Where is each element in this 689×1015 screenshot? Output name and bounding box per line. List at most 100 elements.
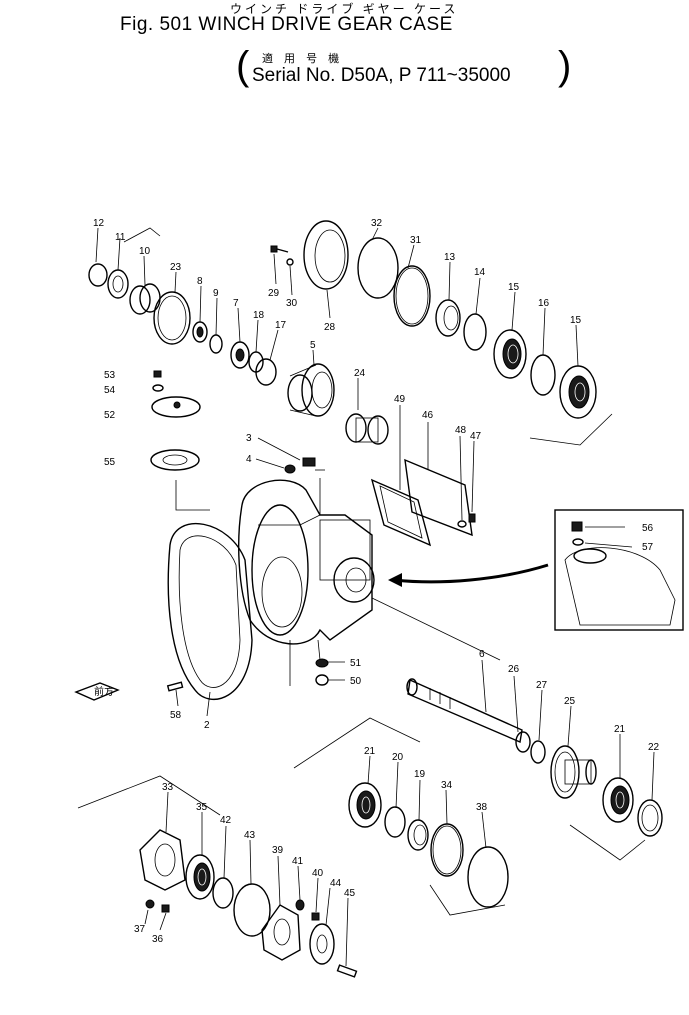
part-17-oring — [255, 329, 279, 386]
front-tag-text: 前方 — [94, 685, 114, 698]
label-23: 23 — [170, 262, 182, 273]
part-28-cover — [303, 220, 349, 319]
label-49: 49 — [394, 394, 406, 405]
title-kana: ウインチ ドライブ ギヤー ケース — [230, 2, 459, 16]
label-53: 53 — [104, 370, 116, 381]
label-43: 43 — [244, 830, 256, 841]
part-21-bearing-a — [602, 734, 634, 823]
part-58-pin — [166, 681, 184, 707]
label-55: 55 — [104, 457, 116, 468]
part-52-cover-plate — [151, 396, 201, 418]
part-42-ring — [212, 825, 234, 909]
label-9: 9 — [213, 288, 219, 299]
label-36: 36 — [152, 934, 164, 945]
label-14: 14 — [474, 267, 486, 278]
label-35: 35 — [196, 802, 208, 813]
label-4: 4 — [246, 454, 252, 465]
leader-middle-group — [293, 717, 421, 769]
part-36-bolt — [159, 904, 170, 931]
label-6: 6 — [479, 649, 485, 660]
part-54-washer — [152, 384, 164, 392]
label-50: 50 — [350, 676, 362, 687]
part-48-washer — [457, 435, 467, 528]
page-title: Fig. 501 WINCH DRIVE GEAR CASE — [120, 14, 453, 35]
leader-bottom-group — [77, 775, 221, 816]
label-18: 18 — [253, 310, 265, 321]
part-44-gear — [309, 887, 335, 965]
label-54: 54 — [104, 385, 116, 396]
part-3-bolt — [257, 437, 316, 467]
label-12: 12 — [93, 218, 105, 229]
inset-pointer-arrowhead — [388, 573, 402, 587]
serial-label-jp: 適 用 号 機 — [262, 53, 344, 65]
leader-15b — [529, 413, 613, 446]
label-27: 27 — [536, 680, 548, 691]
part-2-case-gasket — [167, 522, 253, 717]
paren-open: ( — [236, 44, 250, 88]
part-29-bolt — [270, 245, 289, 285]
part-33-flange — [139, 791, 186, 891]
label-17: 17 — [275, 320, 287, 331]
label-25: 25 — [564, 696, 576, 707]
inset-pointer-arrow — [394, 563, 549, 584]
leader-6 — [371, 597, 501, 661]
part-12-snap-ring — [88, 227, 108, 287]
label-15a: 15 — [508, 282, 520, 293]
part-43-gasket — [233, 839, 271, 937]
part-22-seal — [637, 751, 663, 837]
part-53-plug — [153, 370, 162, 378]
part-16-spacer — [530, 307, 556, 396]
label-33: 33 — [162, 782, 174, 793]
paren-close: ) — [558, 44, 572, 88]
label-16: 16 — [538, 298, 550, 309]
label-34: 34 — [441, 780, 453, 791]
part-9-collar — [209, 297, 223, 354]
label-8: 8 — [197, 276, 203, 287]
part-14-lock-washer — [463, 277, 487, 351]
label-58: 58 — [170, 710, 182, 721]
part-26-collar — [513, 675, 531, 753]
part-39-cover — [261, 855, 301, 961]
label-56: 56 — [642, 523, 654, 534]
label-20: 20 — [392, 752, 404, 763]
part-8-bearing — [192, 285, 208, 343]
label-38: 38 — [476, 802, 488, 813]
leader-51 — [317, 639, 321, 661]
part-20-lock-washer — [384, 761, 406, 838]
label-3: 3 — [246, 433, 252, 444]
part-51-washer — [315, 658, 345, 668]
part-24-coupling — [345, 378, 389, 445]
label-30: 30 — [286, 298, 298, 309]
part-30-washer — [286, 258, 294, 296]
part-55-gasket — [150, 449, 210, 511]
part-15-bearing-a — [493, 291, 527, 379]
part-23-shim — [153, 271, 191, 345]
leader-22 — [569, 824, 646, 861]
label-39: 39 — [272, 845, 284, 856]
part-32-gasket — [357, 227, 399, 299]
label-47: 47 — [470, 431, 482, 442]
gear-case-housing — [238, 469, 375, 645]
part-19-nut — [407, 779, 429, 851]
header: ウインチ ドライブ ギヤー ケース Fig. 501 WINCH DRIVE G… — [0, 0, 689, 100]
label-28: 28 — [324, 322, 336, 333]
label-13: 13 — [444, 252, 456, 263]
part-38-gasket — [467, 811, 509, 908]
part-5-bevel-gear — [287, 349, 335, 417]
label-51: 51 — [350, 658, 362, 669]
part-6-shaft — [406, 659, 523, 743]
label-42: 42 — [220, 815, 232, 826]
part-13-nut — [435, 261, 461, 337]
label-32: 32 — [371, 218, 383, 229]
label-40: 40 — [312, 868, 324, 879]
label-44: 44 — [330, 878, 342, 889]
inset-detail-box — [554, 509, 684, 631]
label-31: 31 — [410, 235, 422, 246]
part-35-bearing — [185, 812, 215, 900]
label-29: 29 — [268, 288, 280, 299]
part-31-oring — [393, 244, 431, 327]
part-7-bearing — [230, 307, 250, 369]
part-18-ring — [248, 319, 264, 373]
label-15b: 15 — [570, 315, 582, 326]
part-50-plug — [315, 674, 345, 686]
